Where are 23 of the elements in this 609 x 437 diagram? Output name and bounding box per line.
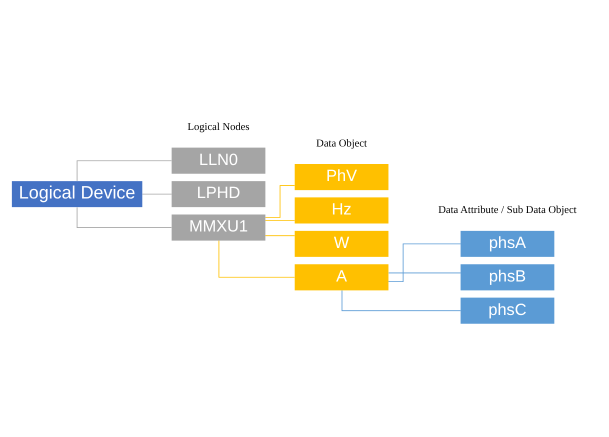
node-box: Logical Device (12, 180, 142, 207)
connector (218, 240, 295, 278)
node-box: phsA (460, 230, 554, 256)
label: Data Object (316, 138, 367, 149)
node-box: PhV (294, 163, 388, 190)
connector (76, 160, 172, 181)
node-box: A (294, 264, 388, 290)
node-box: W (294, 230, 388, 256)
node-box: phsC (460, 297, 554, 324)
connector (342, 290, 461, 311)
label: Data Attribute / Sub Data Object (438, 204, 577, 216)
node-box: phsB (460, 264, 554, 290)
connector (142, 193, 172, 194)
label: Logical Nodes (188, 122, 250, 133)
node-box: LLN0 (172, 147, 266, 174)
connector (388, 242, 461, 282)
connector (388, 272, 461, 273)
connector (76, 206, 172, 228)
node-box: Hz (294, 196, 388, 223)
node-box: LPHD (172, 180, 266, 207)
connector (265, 184, 296, 218)
connector (264, 234, 296, 236)
node-box: MMXU1 (172, 214, 266, 240)
